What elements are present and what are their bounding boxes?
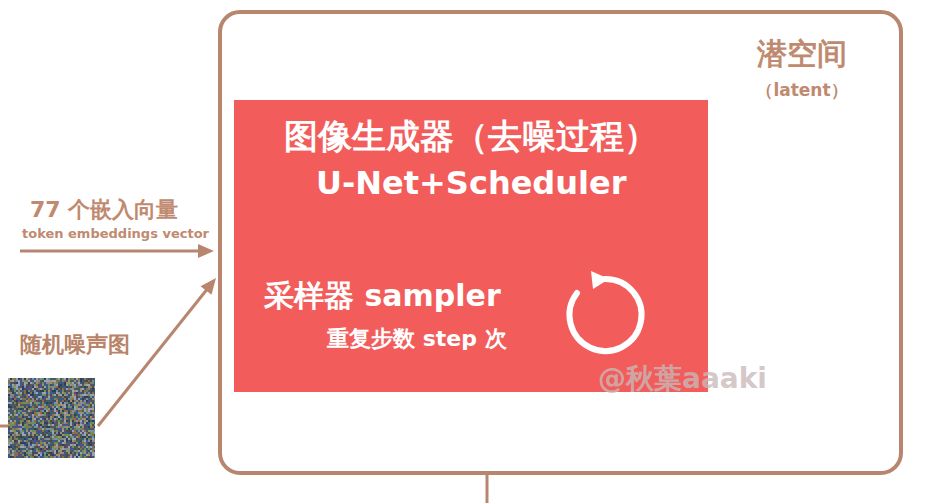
sampler-label: 采样器 sampler <box>264 278 501 314</box>
step-label: 重复步数 step 次 <box>327 326 507 352</box>
cycle-arc <box>569 279 641 351</box>
embedding-label: 77 个嵌入向量 <box>30 197 178 223</box>
connector-line <box>98 289 207 426</box>
noise-input-line <box>0 425 8 428</box>
embedding-arrow-head <box>198 244 214 258</box>
noise-heading: 随机噪声图 <box>20 332 130 358</box>
cycle-arrowhead <box>591 271 609 289</box>
embedding-sublabel: token embeddings vector <box>22 226 209 242</box>
box-heading: 图像生成器（去噪过程） <box>284 116 658 157</box>
latent-space-region: 图像生成器（去噪过程） U-Net+Scheduler 采样器 sampler 重复步… <box>218 10 903 475</box>
repeat-cycle-icon <box>555 265 655 365</box>
region-subtitle: （latent） <box>742 80 862 100</box>
watermark: @秋葉aaaki <box>598 362 767 396</box>
arrowhead <box>201 278 216 295</box>
image-generator-box: 图像生成器（去噪过程） U-Net+Scheduler 采样器 sampler 重复步… <box>234 100 708 392</box>
noise-image: 随机噪声图 <box>8 378 95 458</box>
noise-pixels <box>8 378 95 458</box>
region-title: 潜空间 <box>742 36 862 72</box>
box-subheading: U-Net+Scheduler <box>316 164 627 202</box>
embedding-arrow-line <box>20 250 200 253</box>
